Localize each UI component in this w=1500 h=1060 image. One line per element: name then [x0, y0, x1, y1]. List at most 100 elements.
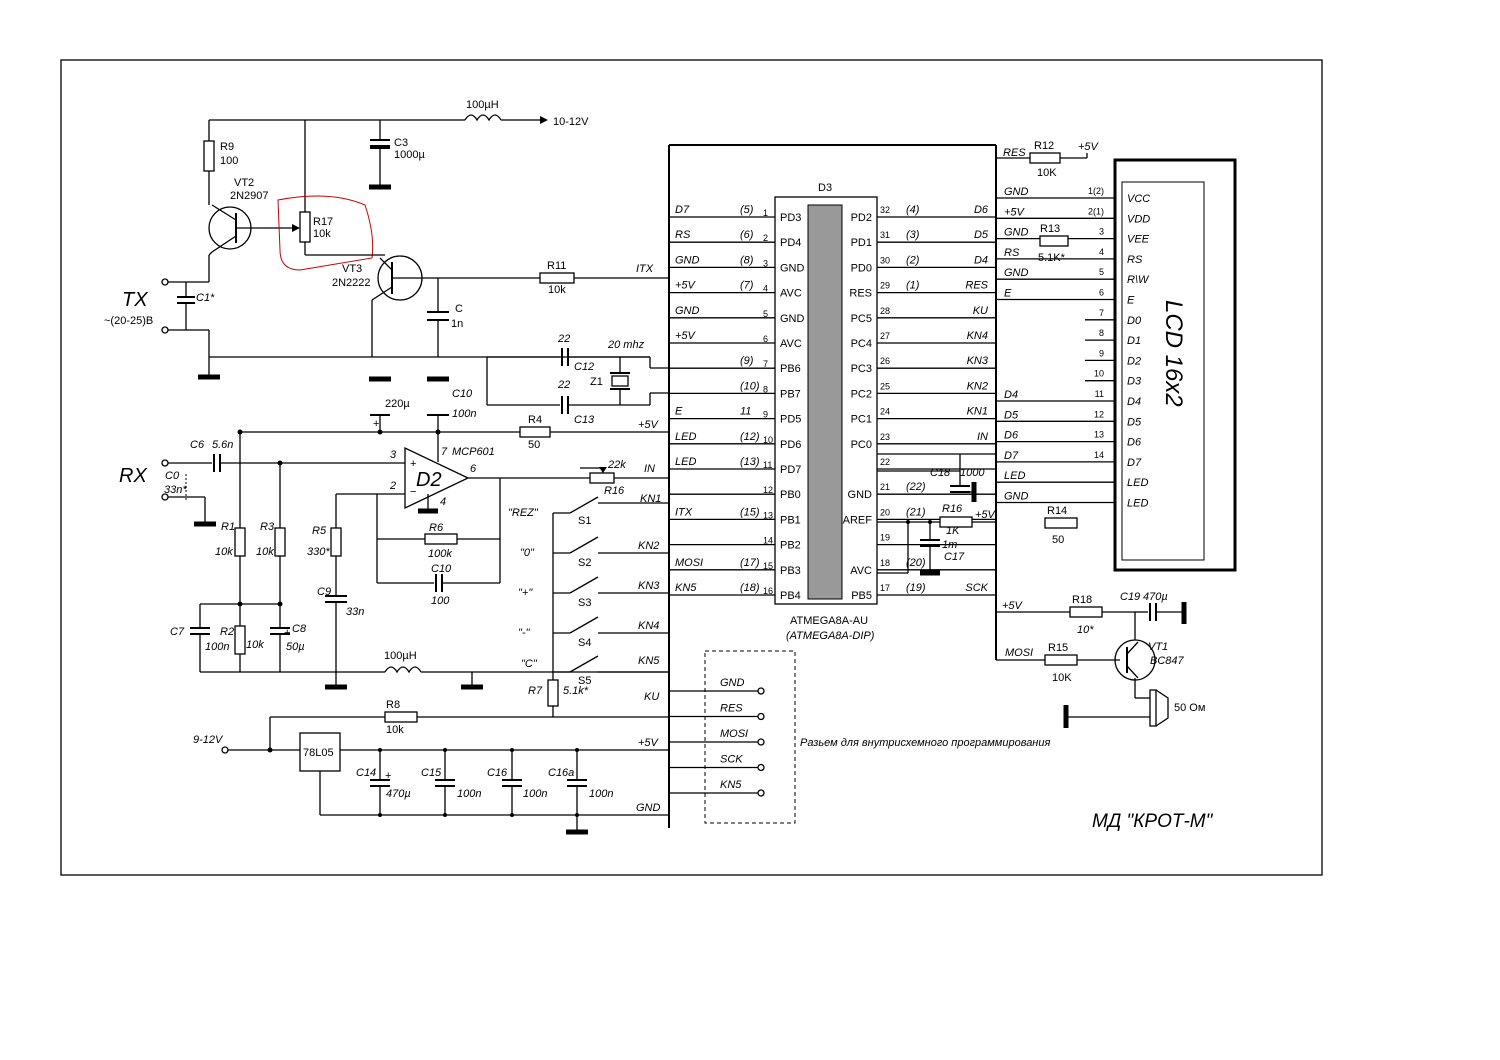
mcu-right-alt: (19) [906, 582, 926, 594]
lcd-pin-number: 13 [1094, 430, 1104, 440]
switch-s3[interactable] [553, 576, 669, 594]
lcd-pin-number: 6 [1099, 288, 1104, 298]
isp-signal: GND [720, 677, 745, 689]
mcu-left-pin: GND [780, 262, 805, 274]
p5v-aref: +5V [975, 509, 997, 521]
mcu-right-number: 28 [880, 306, 890, 316]
mcu-right-alt: (4) [906, 204, 920, 216]
vt3-label: VT3 [342, 263, 362, 275]
mcu-left-pin: PB3 [780, 565, 801, 577]
r13-value: 5.1K* [1038, 252, 1066, 264]
svg-text:+: + [385, 770, 391, 782]
mcu-left-alt: (6) [740, 229, 754, 241]
mcu-left-signal: LED [675, 456, 696, 468]
mcu-left-signal: D7 [675, 204, 690, 216]
vt2-label: VT2 [234, 177, 254, 189]
mcu-right-number: 27 [880, 331, 890, 341]
lcd-pin-number: 3 [1099, 227, 1104, 237]
mcu-left-alt: (17) [740, 557, 760, 569]
mcu-right-signal: KN4 [967, 330, 988, 342]
r9-label: R9 [220, 141, 234, 153]
lcd-pin-name: VEE [1127, 234, 1150, 246]
mcu-right-signal: KN1 [967, 406, 988, 418]
c-button-label: "C" [521, 658, 538, 670]
p5v-net: +5V [638, 419, 660, 431]
isp-pin[interactable] [757, 763, 765, 772]
mcu-left-alt: (7) [740, 280, 754, 292]
ind2-label: 100µH [384, 650, 417, 662]
rez-label: "REZ" [508, 507, 539, 519]
r4-value: 50 [528, 439, 540, 451]
s2-label: S2 [578, 557, 591, 569]
power-section: 9-12V R8 10k 78L05 +5V GND C14 470µ + [193, 699, 669, 835]
c8-label: C8 [292, 623, 307, 635]
c220-value: 220µ [385, 398, 410, 410]
lcd-pin-number: 2(1) [1088, 206, 1104, 216]
mcu-right-signal: KU [973, 305, 988, 317]
mcu-right-number: 22 [880, 457, 890, 467]
c3-label: C3 [394, 137, 408, 149]
isp-pin[interactable] [757, 687, 765, 695]
kn2-net: KN2 [638, 540, 659, 552]
mcu-right-number: 19 [880, 533, 890, 543]
plus-label: "+" [518, 587, 533, 599]
mcu-right-number: 21 [880, 482, 890, 492]
switch-s2[interactable] [553, 536, 669, 554]
mcu-left-alt: (10) [740, 380, 760, 392]
vt1-type: BC847 [1150, 655, 1185, 667]
mcu-right-alt: (1) [906, 280, 920, 292]
lcd-pin-name: D3 [1127, 376, 1142, 388]
c7-label: C7 [170, 626, 185, 638]
mcu-right-number: 26 [880, 356, 890, 366]
switch-s5[interactable] [553, 655, 669, 673]
lcd-pin-name: E [1127, 295, 1135, 307]
mcu-right-alt: (21) [906, 506, 926, 518]
lcd-pin-name: D0 [1127, 315, 1142, 327]
speaker-value: 50 Ом [1174, 702, 1205, 714]
c0-label: C0 [165, 470, 180, 482]
d2-label: D2 [416, 469, 442, 491]
s5-label: S5 [578, 675, 591, 687]
c10-value: 100n [452, 408, 476, 420]
c13-label: C13 [574, 414, 595, 426]
kn4-net: KN4 [638, 620, 659, 632]
mcu-part-dip: (ATMEGA8A-DIP) [786, 630, 875, 642]
c15-value: 100n [457, 788, 481, 800]
mcu-left-alt: (15) [740, 506, 760, 518]
mcu-right-pin: PB5 [851, 590, 872, 602]
mcu-left-signal: GND [675, 305, 700, 317]
mcu-right-pin: PC3 [851, 363, 872, 375]
lcd-pin-name: D2 [1127, 355, 1141, 367]
isp-pin[interactable] [757, 738, 765, 746]
rx-label: RX [119, 465, 147, 487]
mcu-left-number: 16 [763, 586, 773, 596]
mcu-left-alt: (9) [740, 355, 754, 367]
mcu-left-signal: KN5 [675, 582, 697, 594]
r2-label: R2 [220, 626, 234, 638]
mcu-left-alt: (8) [740, 254, 754, 266]
mcu-left-alt: (5) [740, 204, 754, 216]
mcu-right-signal: D4 [974, 254, 988, 266]
tx-voltage: ~(20-25)B [104, 315, 153, 327]
switch-s4[interactable] [553, 616, 669, 634]
lcd-signal: GND [1004, 491, 1029, 503]
mcu-left-signal: E [675, 406, 683, 418]
mcu-right-number: 25 [880, 381, 890, 391]
r18-value: 10* [1077, 624, 1094, 636]
p5v-rail-label: +5V [638, 737, 660, 749]
switch-s1[interactable] [553, 496, 669, 514]
c12-value: 22 [557, 333, 570, 345]
mcu-left-pin: PD7 [780, 464, 801, 476]
c10b-value: 100 [431, 595, 450, 607]
mcu-right-pin: PC1 [851, 414, 872, 426]
s4-label: S4 [578, 637, 591, 649]
isp-pin[interactable] [757, 789, 765, 797]
mcu-left-signal: RS [675, 229, 691, 241]
mcu-left-alt: (18) [740, 582, 760, 594]
isp-pin[interactable] [757, 712, 765, 721]
r8-value: 10k [386, 724, 404, 736]
c14-label: C14 [356, 767, 376, 779]
